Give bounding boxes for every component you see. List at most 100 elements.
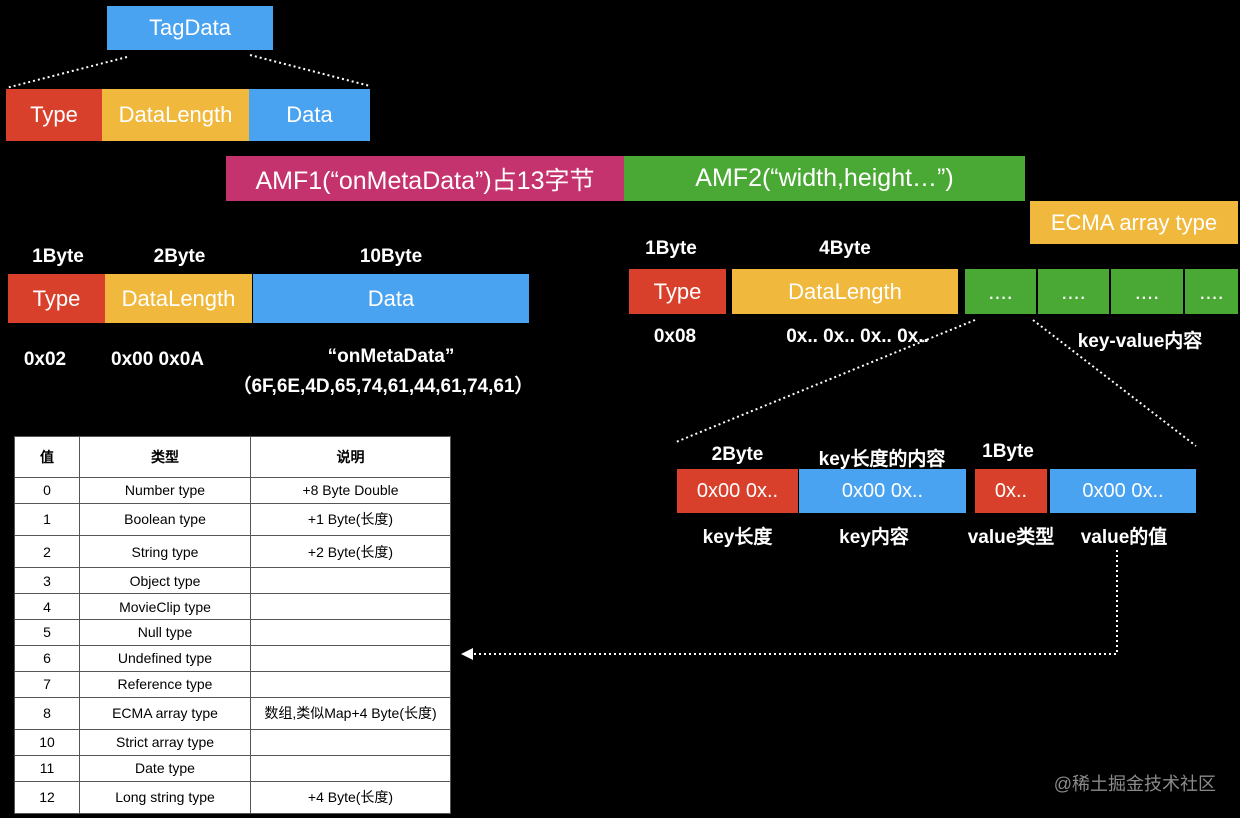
cell-type: MovieClip type <box>79 593 251 620</box>
cell-description <box>250 728 451 756</box>
cell-value: 3 <box>14 567 80 595</box>
watermark: @稀土掘金技术社区 <box>1053 774 1216 794</box>
cell-value: 4 <box>14 593 80 620</box>
arrow-head <box>461 648 473 660</box>
cell-description: +1 Byte(长度) <box>250 502 451 537</box>
cell-value: 2 <box>14 535 80 569</box>
kv-cell-1: .... <box>965 269 1036 314</box>
cell-type: Undefined type <box>79 644 251 672</box>
cell-description: +4 Byte(长度) <box>250 780 451 815</box>
cell-type: Null type <box>79 618 251 646</box>
amf2-banner: AMF2(“width,height…”) <box>624 156 1025 201</box>
cell-type: String type <box>79 535 251 569</box>
cell-type: Boolean type <box>79 502 251 537</box>
left-size-data: 10Byte <box>359 246 423 267</box>
cell-description: +2 Byte(长度) <box>250 535 451 569</box>
kv-label-value: value的值 <box>1080 527 1168 548</box>
kv-right-connector <box>1032 319 1197 447</box>
kv-label-key-content: key内容 <box>839 527 909 548</box>
cell-value: 5 <box>14 618 80 646</box>
kv-value-box: 0x00 0x.. <box>1050 469 1196 513</box>
left-size-len: 2Byte <box>153 246 206 267</box>
right-val-type: 0x08 <box>653 326 697 347</box>
tagdata-left-connector <box>5 56 128 89</box>
cell-description <box>250 644 451 672</box>
kv-left-connector <box>675 319 976 443</box>
kv-content-label: key-value内容 <box>1077 331 1203 352</box>
cell-type: ECMA array type <box>79 696 251 730</box>
left-val-data-hex: （6F,6E,4D,65,74,61,44,61,74,61） <box>232 376 534 397</box>
right-val-len: 0x.. 0x.. 0x.. 0x.. <box>786 326 929 347</box>
kv-label-key-len: key长度 <box>702 527 773 548</box>
cell-value: 12 <box>14 780 80 815</box>
cell-description <box>250 567 451 595</box>
kv-cell-2: .... <box>1038 269 1109 314</box>
header-description: 说明 <box>250 436 451 478</box>
cell-description <box>250 593 451 620</box>
cell-description: 数组,类似Map+4 Byte(长度) <box>250 696 451 730</box>
amf1-banner: AMF1(“onMetaData”)占13字节 <box>226 156 624 201</box>
left-type-box: Type <box>8 274 105 323</box>
cell-type: Object type <box>79 567 251 595</box>
kv-size-key-len: 2Byte <box>711 444 764 465</box>
tagdata-box: TagData <box>107 6 273 50</box>
top-type-box: Type <box>6 89 102 141</box>
cell-type: Strict array type <box>79 728 251 756</box>
cell-description <box>250 618 451 646</box>
cell-type: Long string type <box>79 780 251 815</box>
left-data-box: Data <box>253 274 529 323</box>
cell-value: 7 <box>14 670 80 698</box>
kv-size-key-content: key长度的内容 <box>818 449 946 470</box>
cell-value: 6 <box>14 644 80 672</box>
left-size-type: 1Byte <box>32 246 84 267</box>
right-size-len: 4Byte <box>819 238 871 259</box>
right-datalength-box: DataLength <box>732 269 958 314</box>
cell-description <box>250 670 451 698</box>
cell-value: 8 <box>14 696 80 730</box>
cell-value: 10 <box>14 728 80 756</box>
kv-label-value-type: value类型 <box>967 527 1055 548</box>
cell-type: Date type <box>79 754 251 782</box>
value-to-table-arrow <box>470 550 1118 655</box>
kv-key-content-box: 0x00 0x.. <box>799 469 966 513</box>
kv-size-value-type: 1Byte <box>982 441 1034 462</box>
ecma-array-type-tag: ECMA array type <box>1030 201 1238 244</box>
header-type: 类型 <box>79 436 251 478</box>
right-size-type: 1Byte <box>645 238 697 259</box>
top-datalength-box: DataLength <box>102 89 249 141</box>
kv-value-type-box: 0x.. <box>975 469 1047 513</box>
cell-value: 0 <box>14 477 80 504</box>
top-data-box: Data <box>249 89 370 141</box>
cell-type: Number type <box>79 477 251 504</box>
cell-type: Reference type <box>79 670 251 698</box>
cell-value: 11 <box>14 754 80 782</box>
cell-description <box>250 754 451 782</box>
left-datalength-box: DataLength <box>105 274 252 323</box>
right-type-box: Type <box>629 269 726 314</box>
kv-cell-3: .... <box>1111 269 1183 314</box>
kv-cell-4: .... <box>1185 269 1238 314</box>
left-val-type: 0x02 <box>23 349 67 370</box>
cell-description: +8 Byte Double <box>250 477 451 504</box>
left-val-len: 0x00 0x0A <box>111 349 204 370</box>
cell-value: 1 <box>14 502 80 537</box>
header-value: 值 <box>14 436 80 478</box>
kv-key-len-box: 0x00 0x.. <box>677 469 798 513</box>
left-val-data: “onMetaData” <box>327 346 455 367</box>
tagdata-right-connector <box>249 54 371 87</box>
table-header-row: 值 类型 说明 <box>14 436 451 478</box>
